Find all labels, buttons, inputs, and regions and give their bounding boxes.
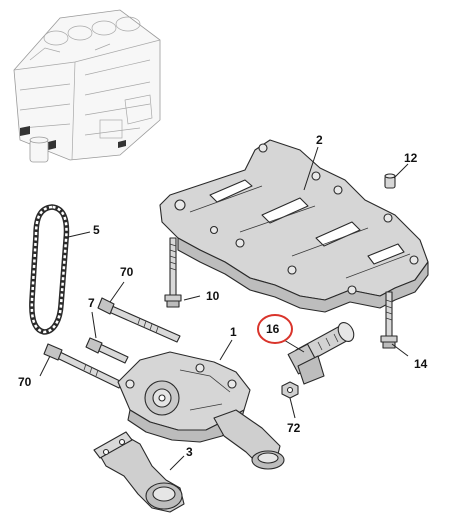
callout-72: 72 bbox=[287, 421, 301, 435]
callout-labels: 2 12 5 70 10 7 1 16 14 70 72 3 bbox=[18, 133, 428, 459]
callout-3: 3 bbox=[186, 445, 193, 459]
callout-5: 5 bbox=[93, 223, 100, 237]
solenoid-valve bbox=[287, 322, 355, 385]
callout-7: 7 bbox=[88, 296, 95, 310]
callout-14: 14 bbox=[414, 357, 428, 371]
pickup-pipe bbox=[93, 431, 185, 513]
leader-lines bbox=[39, 146, 409, 471]
callout-10: 10 bbox=[206, 289, 220, 303]
callout-12: 12 bbox=[404, 151, 418, 165]
cap-12 bbox=[384, 173, 396, 189]
callout-16: 16 bbox=[266, 322, 280, 336]
nut-72 bbox=[281, 381, 299, 399]
engine-block-thumbnail bbox=[13, 9, 161, 163]
oil-pump bbox=[117, 351, 285, 470]
highlight-ring bbox=[257, 314, 293, 344]
screw-10 bbox=[164, 237, 182, 308]
screw-70-left bbox=[43, 343, 123, 389]
callout-1: 1 bbox=[230, 325, 237, 339]
callout-70-left: 70 bbox=[18, 375, 32, 389]
oil-sump-baffle bbox=[159, 139, 429, 313]
screw-7 bbox=[85, 337, 129, 364]
screw-14 bbox=[380, 291, 398, 349]
callout-2: 2 bbox=[316, 133, 323, 147]
callout-70-top: 70 bbox=[120, 265, 134, 279]
drive-chain bbox=[29, 204, 70, 335]
